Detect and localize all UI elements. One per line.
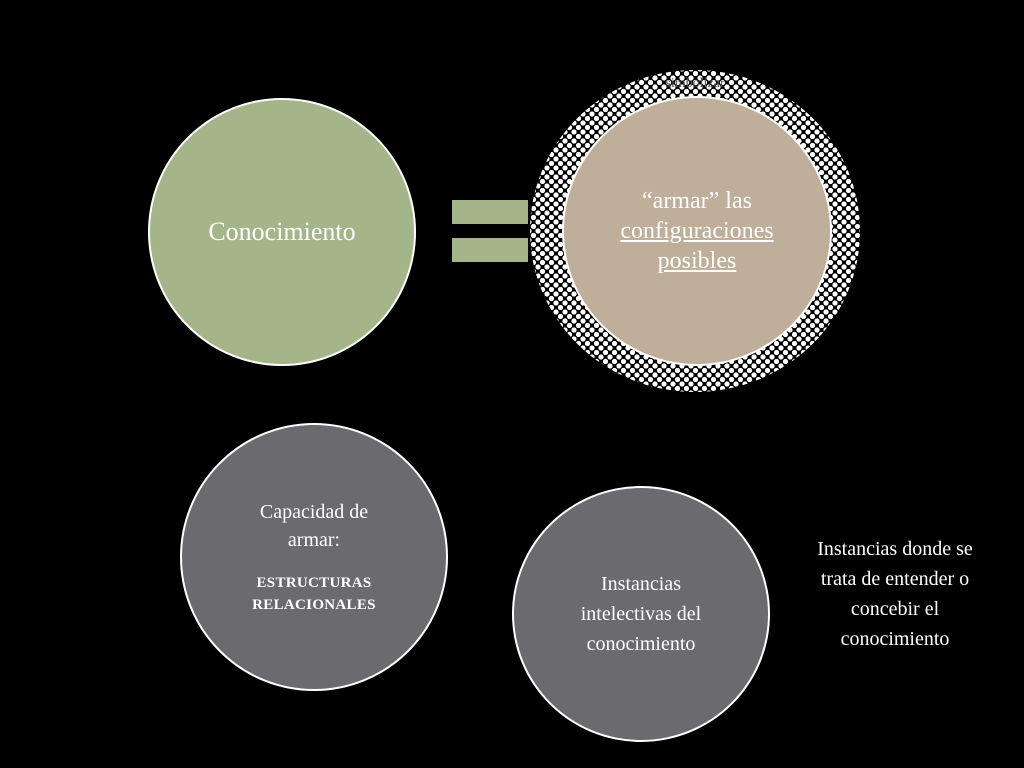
equals-bar-bottom [452, 238, 528, 262]
armar-line-1: “armar” las [642, 188, 752, 214]
instancias-line-2: intelectivas del [580, 603, 702, 625]
equals-sign-icon [452, 200, 528, 262]
equals-bar-top [452, 200, 528, 224]
estructuras-label: ESTRUCTURAS [256, 575, 372, 591]
capacidad-circle: Capacidad de armar: ESTRUCTURAS RELACION… [180, 423, 448, 691]
side-note-line-1: Instancias donde se [817, 538, 973, 560]
armar-line-2: configuraciones [620, 218, 774, 244]
side-note-line-4: conocimiento [840, 628, 950, 650]
ring-label: simbolizar [665, 76, 725, 91]
capacidad-line-1: Capacidad de [259, 501, 369, 523]
armar-line-3: posibles [657, 248, 737, 274]
conocimiento-circle: Conocimiento [148, 98, 416, 366]
side-note-line-3: concebir el [850, 598, 940, 620]
side-note: Instancias donde se trata de entender o … [784, 534, 1006, 654]
instancias-line-3: conocimiento [586, 633, 696, 655]
relacionales-label: RELACIONALES [252, 597, 376, 613]
armar-configuraciones-circle: “armar” las configuraciones posibles [562, 96, 832, 366]
conocimiento-label: Conocimiento [208, 217, 356, 246]
instancias-circle: Instancias intelectivas del conocimiento [512, 486, 770, 742]
side-note-line-2: trata de entender o [820, 568, 970, 590]
capacidad-line-2: armar: [287, 529, 341, 551]
instancias-line-1: Instancias [601, 573, 681, 595]
